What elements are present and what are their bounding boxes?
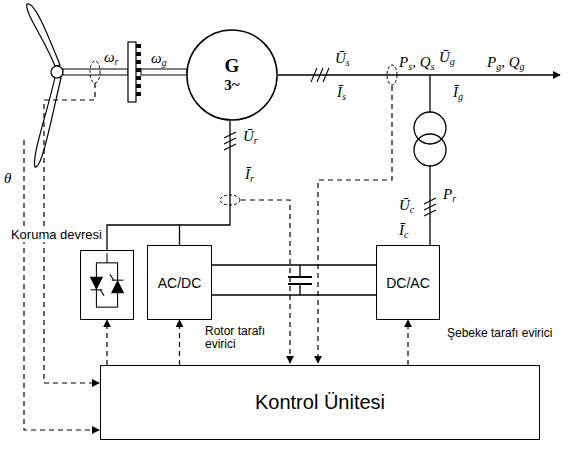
voltage-label: Ūg bbox=[438, 49, 456, 67]
wire bbox=[429, 75, 430, 112]
power-label: Pg, Qg bbox=[486, 54, 526, 72]
current-label: Īc bbox=[398, 222, 410, 240]
generator-circle: G3~ bbox=[186, 29, 278, 121]
pitch-label: θ bbox=[3, 170, 12, 187]
current-label: Īr bbox=[244, 166, 255, 184]
transformer-winding bbox=[414, 134, 446, 166]
speed-label: ωg bbox=[150, 50, 168, 68]
control-signal bbox=[407, 320, 408, 365]
crowbar-box: Koruma devresi bbox=[80, 250, 134, 320]
capacitor-symbol bbox=[288, 265, 312, 295]
power-label: Pr bbox=[442, 186, 457, 204]
signal-line bbox=[318, 86, 392, 363]
box-label: Kontrol Ünitesi bbox=[255, 391, 385, 414]
crowbar-title: Koruma devresi bbox=[11, 227, 102, 242]
current-label: Īs bbox=[336, 84, 347, 102]
current-sensor bbox=[387, 65, 397, 85]
power-wire bbox=[212, 264, 376, 265]
turbine-blade bbox=[34, 77, 61, 167]
phase-mark: 3~ bbox=[224, 77, 239, 94]
three-phase-mark bbox=[424, 198, 436, 216]
box-label: DC/AC bbox=[386, 275, 430, 291]
voltage-label: Ūc bbox=[398, 197, 415, 215]
wire bbox=[429, 166, 430, 245]
dc-bus bbox=[212, 294, 376, 295]
inverter-caption: Rotor tarafı evirici bbox=[204, 325, 278, 351]
shaft bbox=[141, 69, 187, 75]
voltage-label: Ūr bbox=[242, 128, 259, 146]
converter-box: AC/DC bbox=[147, 245, 212, 320]
three-phase-mark bbox=[311, 68, 329, 82]
control-signal bbox=[106, 320, 107, 365]
thyristor-symbol bbox=[81, 251, 133, 319]
current-label: Īg bbox=[452, 84, 464, 102]
box-label: AC/DC bbox=[158, 275, 202, 291]
voltage-label: Ūs bbox=[334, 50, 351, 68]
power-label: Ps, Qs bbox=[398, 54, 435, 72]
inverter-caption: Şebeke tarafı evirici bbox=[446, 327, 553, 340]
shaft bbox=[63, 69, 128, 75]
converter-box: DC/AC bbox=[376, 245, 440, 320]
turbine-blade bbox=[27, 4, 60, 66]
gear-teeth bbox=[136, 44, 141, 100]
power-wire bbox=[180, 121, 231, 245]
generator-letter: G bbox=[225, 56, 240, 77]
speed-label: ωr bbox=[103, 49, 120, 67]
turbine-hub bbox=[51, 66, 63, 78]
speed-sensor bbox=[90, 61, 100, 83]
gearbox bbox=[128, 42, 136, 102]
control-signal bbox=[179, 320, 180, 365]
control-unit: Kontrol Ünitesi bbox=[100, 365, 540, 440]
